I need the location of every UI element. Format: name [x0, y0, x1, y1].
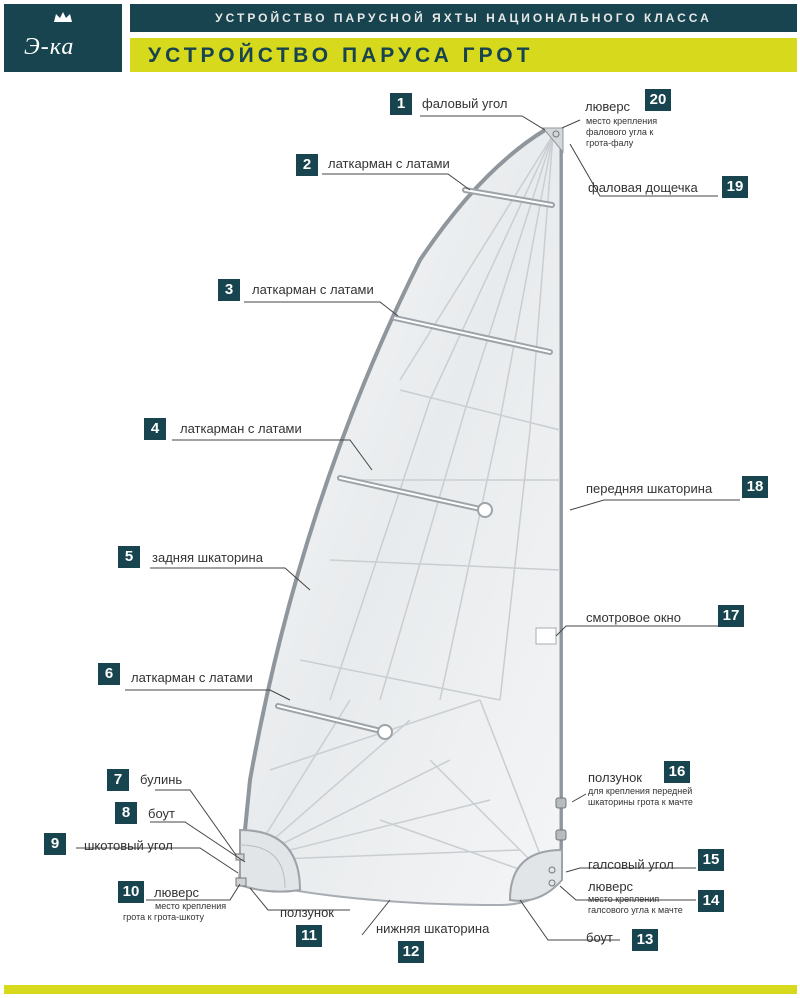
label-text-12: нижняя шкаторина: [376, 921, 490, 936]
label-number-13: 13: [632, 929, 658, 951]
label-text-11: ползунок: [280, 905, 334, 920]
label-sub-20b: фалового угла к: [586, 127, 654, 137]
sail-body: [238, 129, 563, 907]
headboard: [541, 127, 564, 154]
label-number-5: 5: [118, 546, 140, 568]
label-number-7: 7: [107, 769, 129, 791]
label-number-9: 9: [44, 833, 66, 855]
tack-patch: [508, 848, 563, 902]
label-sub-20c: грота-фалу: [586, 138, 634, 148]
label-sub-16a: для крепления передней: [588, 786, 693, 796]
window: [535, 627, 557, 645]
label-text-16: ползунок: [588, 770, 642, 785]
label-number-18: 18: [742, 476, 768, 498]
label-text-10: люверс: [154, 885, 200, 900]
label-text-4: латкарман с латами: [180, 421, 302, 436]
label-sub-14a: место крепления: [588, 894, 660, 904]
label-sub-16b: шкаторины грота к мачте: [588, 797, 693, 807]
page-title: УСТРОЙСТВО ПАРУСА ГРОТ: [148, 44, 534, 67]
label-number-3: 3: [218, 279, 240, 301]
clew-patch: [239, 828, 302, 893]
label-number-20: 20: [645, 89, 671, 111]
label-number-19: 19: [722, 176, 748, 198]
label-number-17: 17: [718, 605, 744, 627]
label-number-8: 8: [115, 802, 137, 824]
label-number-16: 16: [664, 761, 690, 783]
label-text-3: латкарман с латами: [252, 282, 374, 297]
bottom-bar: [4, 985, 797, 994]
label-text-5: задняя шкаторина: [152, 550, 263, 565]
label-number-2: 2: [296, 154, 318, 176]
label-number-1: 1: [390, 93, 412, 115]
logo: Э-ка: [4, 4, 122, 72]
label-text-15: галсовый угол: [588, 857, 674, 872]
label-text-7: булинь: [140, 772, 183, 787]
label-number-14: 14: [698, 890, 724, 912]
title-bar: УСТРОЙСТВО ПАРУСА ГРОТ: [130, 38, 797, 72]
batten-highlights: [277, 189, 553, 733]
label-sub-14b: галсового угла к мачте: [588, 905, 683, 915]
label-text-14: люверс: [588, 879, 634, 894]
label-text-18: передняя шкаторина: [586, 481, 713, 496]
crown-icon: [54, 12, 72, 22]
luff-slides: [555, 797, 567, 841]
leader-lines: [76, 115, 740, 941]
label-number-10: 10: [118, 881, 144, 903]
label-text-2: латкарман с латами: [328, 156, 450, 171]
label-number-15: 15: [698, 849, 724, 871]
label-text-9: шкотовый угол: [84, 838, 173, 853]
header-bar: УСТРОЙСТВО ПАРУСНОЙ ЯХТЫ НАЦИОНАЛЬНОГО К…: [130, 4, 797, 32]
leech-edge: [238, 128, 547, 881]
label-number-11: 11: [296, 925, 322, 947]
label-text-20: люверс: [585, 99, 631, 114]
header-subtitle: УСТРОЙСТВО ПАРУСНОЙ ЯХТЫ НАЦИОНАЛЬНОГО К…: [215, 11, 712, 25]
label-number-12: 12: [398, 941, 424, 963]
label-text-8: боут: [148, 806, 175, 821]
logo-text: Э-ка: [24, 34, 75, 60]
label-sub-10a: место крепления: [155, 901, 227, 911]
label-text-6: латкарман с латами: [131, 670, 253, 685]
label-text-13: боут: [586, 930, 613, 945]
label-number-4: 4: [144, 418, 166, 440]
label-sub-20a: место крепления: [586, 116, 658, 126]
label-text-19: фаловая дощечка: [588, 180, 698, 195]
label-sub-10b: грота к грота-шкоту: [123, 912, 204, 922]
label-number-6: 6: [98, 663, 120, 685]
label-text-17: смотровое окно: [586, 610, 681, 625]
label-text-1: фаловый угол: [422, 96, 508, 111]
